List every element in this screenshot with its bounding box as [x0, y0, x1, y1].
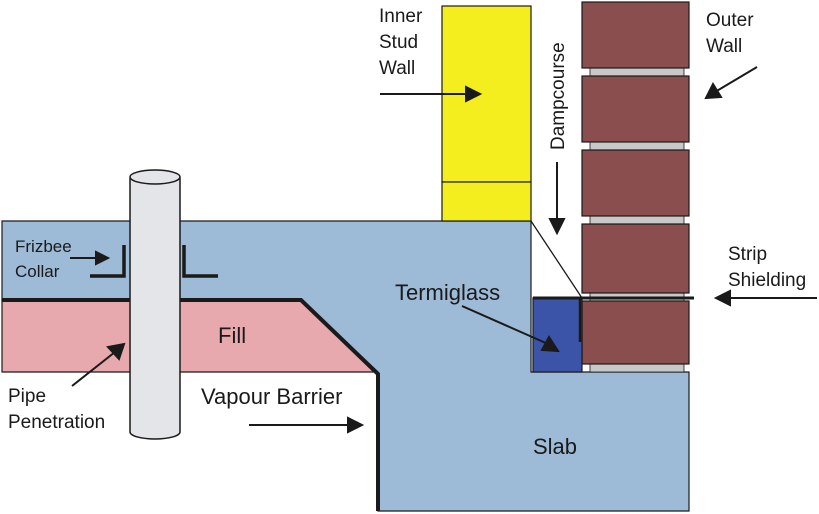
vapour-barrier-label: Vapour Barrier [201, 384, 342, 409]
vapour-barrier-arrowhead [347, 416, 365, 434]
inner-stud-wall-label-line1: Inner [379, 6, 423, 27]
pipe-penetration-arrowhead [106, 342, 126, 361]
stud-wall-arrowhead [465, 85, 483, 103]
inner-stud-wall-label-line2: Stud [379, 32, 418, 53]
outer-wall-label-line2: Wall [706, 36, 742, 57]
dampcourse-arrowhead [548, 218, 566, 236]
frizbee-collar-left [90, 245, 126, 278]
mortar-joint [589, 215, 685, 225]
cavity-flashing-line [530, 220, 583, 299]
frizbee-collar-right [182, 245, 218, 278]
brick [581, 149, 690, 217]
termiglass-label: Termiglass [395, 280, 500, 305]
pipe-penetration-arrow-shaft [71, 351, 116, 387]
fill-label: Fill [218, 323, 246, 348]
pipe [129, 178, 181, 440]
frizbee-collar-label-line2: Collar [15, 262, 60, 281]
strip-shielding-label-line1: Strip [728, 244, 767, 265]
outer-wall-label-line1: Outer [706, 10, 754, 31]
slab-label: Slab [533, 434, 577, 459]
mortar-joint [589, 141, 685, 151]
inner-stud-wall-plate [441, 181, 532, 222]
arrows [70, 66, 817, 434]
mortar-joint [589, 67, 685, 77]
outer-wall-arrowhead [704, 81, 723, 100]
pipe-penetration-label-line1: Pipe [8, 386, 46, 407]
termiglass-arrow-shaft [461, 305, 549, 345]
brick [581, 223, 690, 294]
pipe-top [129, 169, 181, 185]
brick [581, 300, 690, 365]
strip-shielding-arrowhead [713, 289, 731, 307]
brick [581, 1, 690, 69]
brick [581, 75, 690, 143]
inner-stud-wall-label-line3: Wall [379, 58, 415, 79]
outer-wall-arrow-shaft [714, 66, 758, 93]
strip-shielding-label-line2: Shielding [728, 270, 806, 291]
termiglass-block [532, 297, 583, 373]
pipe-penetration-label-line2: Penetration [8, 412, 105, 433]
frizbee-arrowhead [95, 250, 111, 266]
frizbee-collar-label-line1: Frizbee [15, 237, 72, 256]
mortar-joint [589, 363, 685, 373]
dampcourse-label: Dampcourse [548, 42, 569, 150]
termiglass-arrowhead [540, 335, 560, 353]
